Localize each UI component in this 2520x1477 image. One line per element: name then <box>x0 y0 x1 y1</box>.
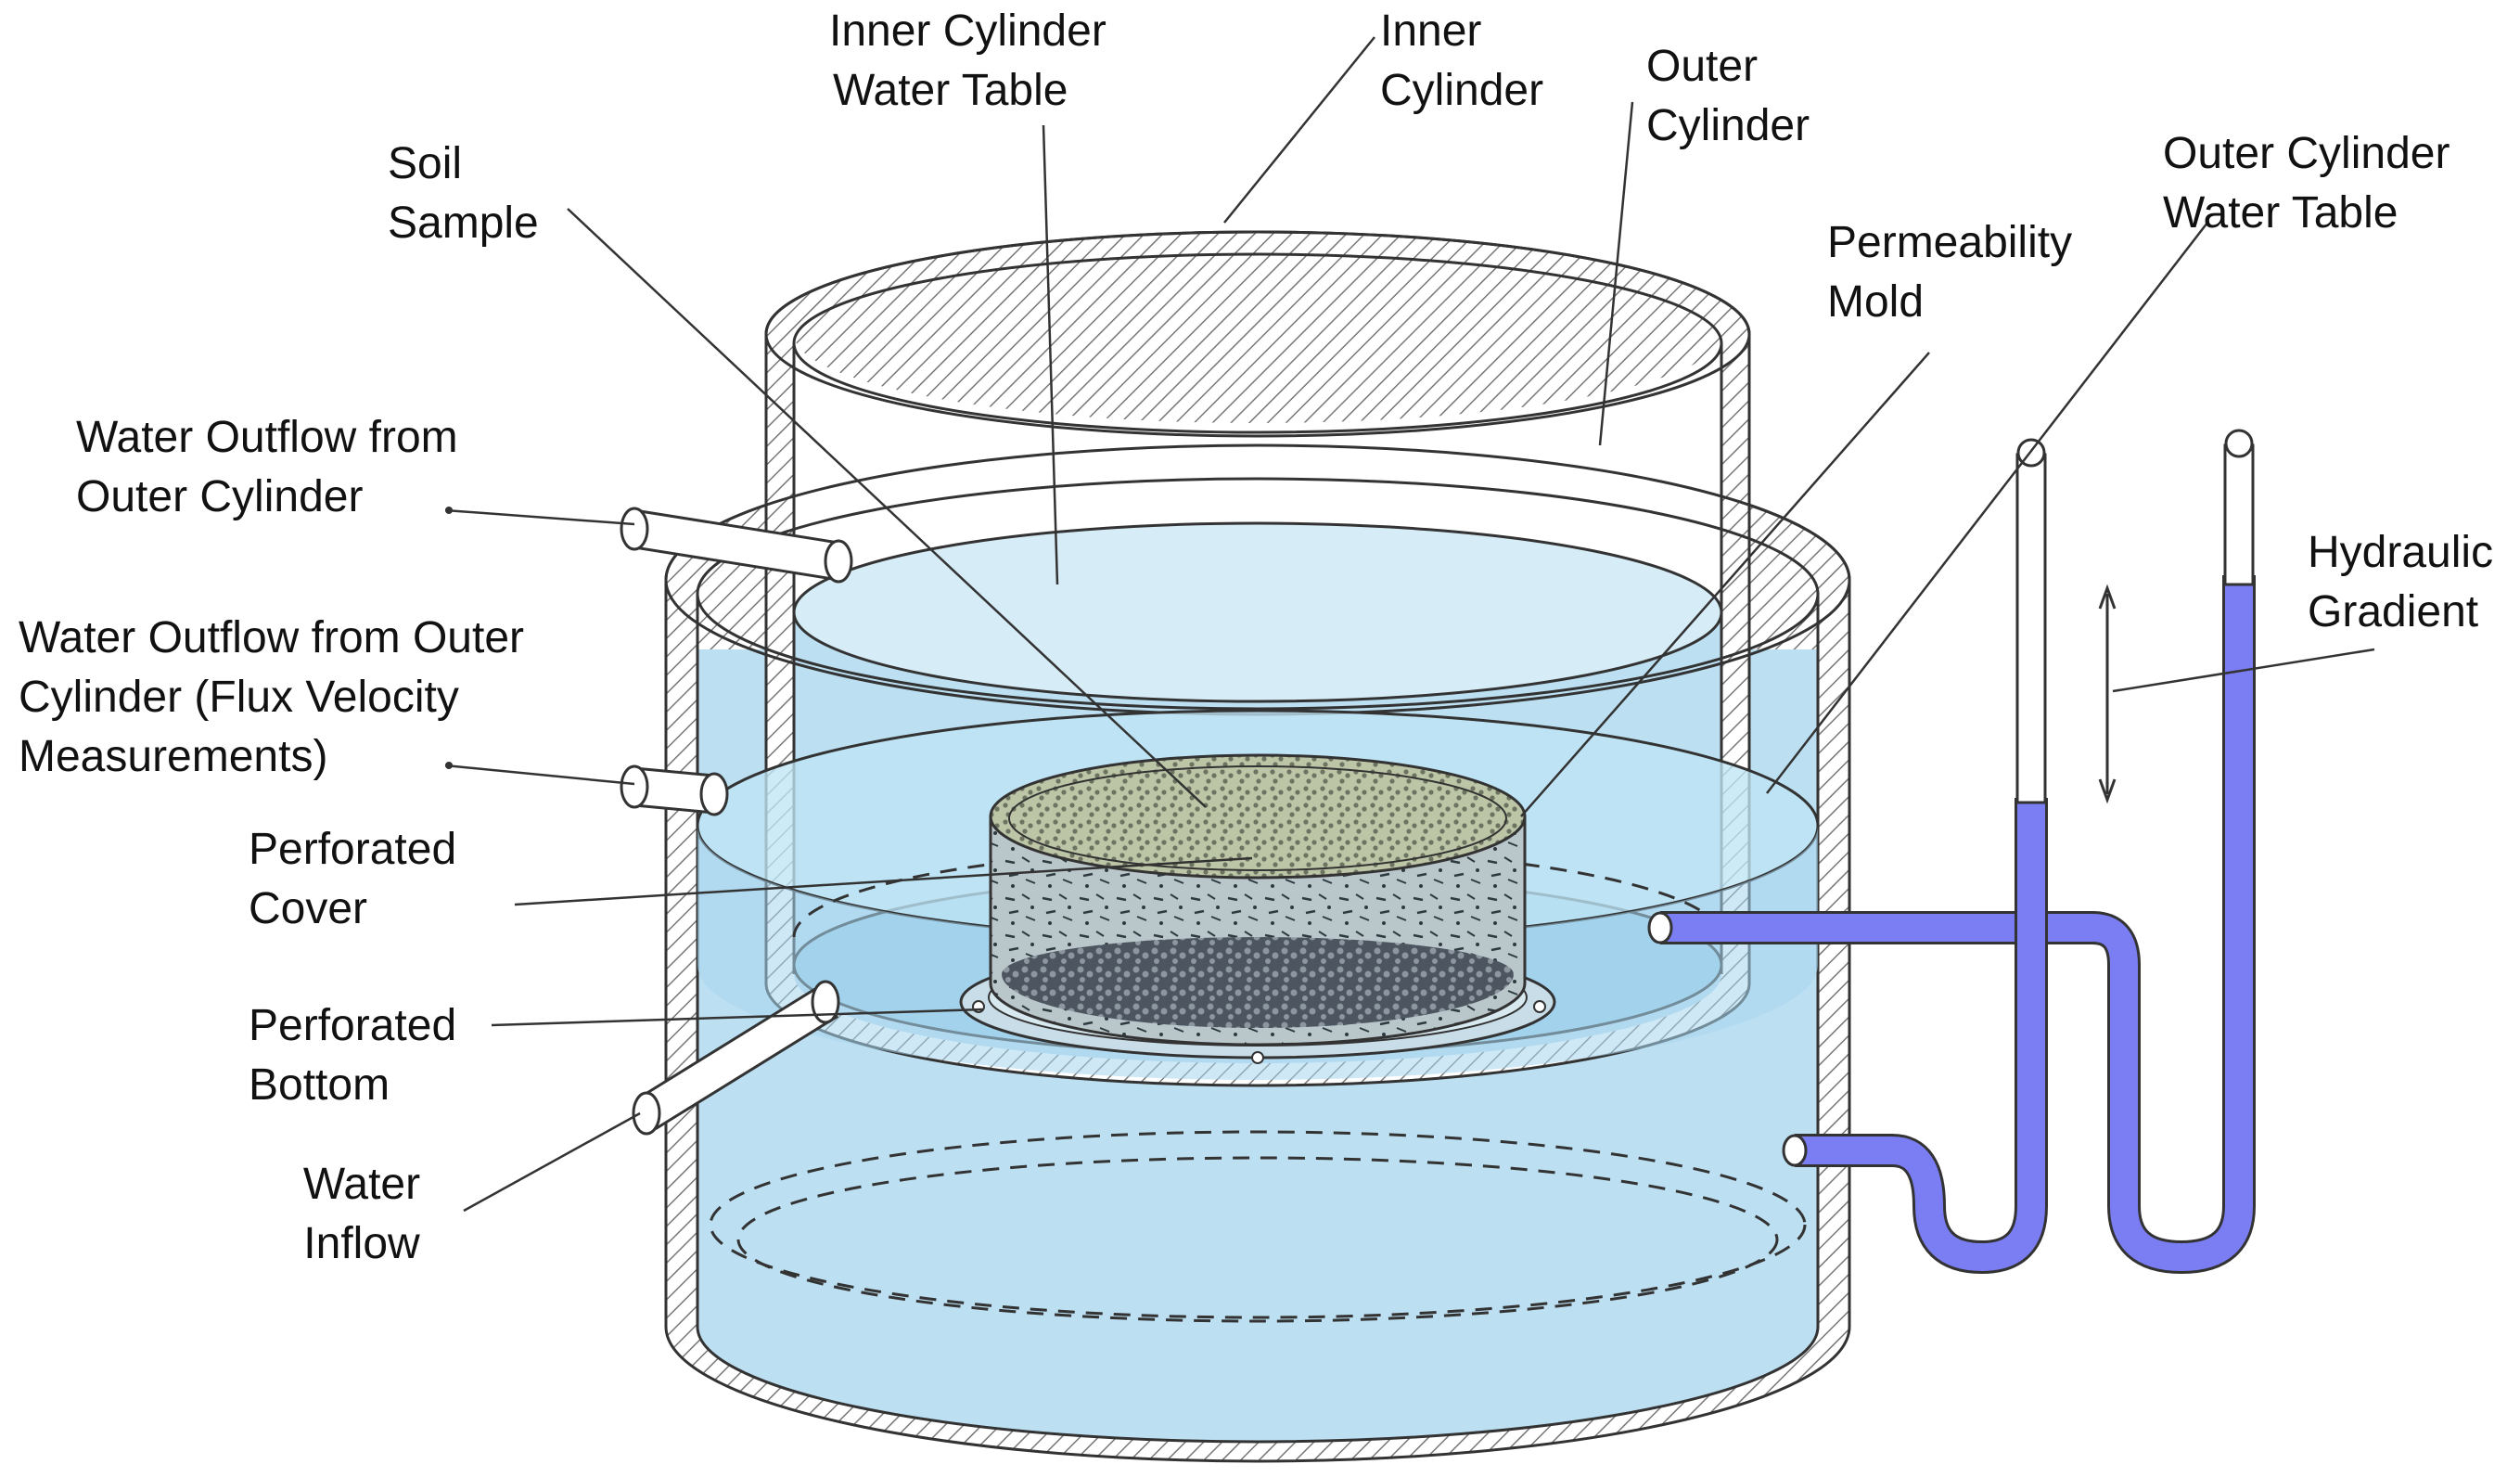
label-line: Inner <box>1380 6 1482 56</box>
label-line: Inner Cylinder <box>829 6 1106 56</box>
label-line: Water Table <box>2163 188 2398 238</box>
label-line: Outer Cylinder <box>76 472 364 521</box>
hydraulic-gradient-arrow-icon <box>2098 584 2117 804</box>
leader-inner-cylinder <box>1223 36 1375 224</box>
label-perforated-bottom: Perforated Bottom <box>249 996 456 1115</box>
label-line: Outer Cylinder <box>2163 129 2450 178</box>
leader-permeability-mold <box>1520 352 1930 817</box>
label-line: Soil <box>388 139 463 188</box>
label-line: Cylinder (Flux Velocity <box>19 673 459 722</box>
bolt-icon <box>1533 1000 1546 1013</box>
leader-water-inflow <box>463 1111 641 1213</box>
leader-water-outflow-outer <box>444 508 635 526</box>
label-line: Perforated <box>249 825 457 874</box>
label-line: Cylinder <box>1646 101 1810 150</box>
leader-outer-cylinder <box>1598 101 1634 446</box>
label-line: Permeability <box>1827 218 2073 267</box>
leader-perforated-cover <box>514 856 1253 906</box>
label-line: Inflow <box>303 1219 420 1268</box>
label-hydraulic-gradient: Hydraulic Gradient <box>2308 523 2493 642</box>
label-line: Water <box>302 1160 421 1209</box>
label-line: Outer <box>1646 42 1759 91</box>
label-line: Sample <box>388 199 539 248</box>
label-outer-cylinder-water-table: Outer Cylinder Water Table <box>2163 124 2450 243</box>
permeability-mold <box>959 753 1556 1064</box>
label-line: Water Table <box>833 66 1068 115</box>
label-outer-cylinder: Outer Cylinder <box>1646 37 1810 156</box>
label-line: Perforated <box>249 1001 457 1050</box>
label-line: Water Outflow from Outer <box>19 613 525 662</box>
label-inner-cylinder-water-table: Inner Cylinder Water Table <box>829 2 1106 121</box>
label-line: Water Outflow from <box>76 413 458 462</box>
manometer-tubes <box>1647 429 2256 1275</box>
label-line: Hydraulic <box>2308 528 2494 577</box>
leader-soil-sample <box>567 208 1207 808</box>
label-line: Gradient <box>2308 587 2479 636</box>
leader-water-outflow-flux <box>444 764 635 786</box>
label-line: Mold <box>1827 277 1925 327</box>
label-water-outflow-outer: Water Outflow from Outer Cylinder <box>76 408 458 527</box>
left-pipes <box>620 507 853 1136</box>
label-line: Measurements) <box>19 732 328 781</box>
leader-lines <box>444 36 2375 1213</box>
leader-perforated-bottom <box>491 1008 984 1027</box>
bolt-icon <box>1251 1051 1264 1064</box>
leader-hydraulic-gradient <box>2112 648 2375 693</box>
label-perforated-cover: Perforated Cover <box>249 820 456 939</box>
leader-dots <box>445 507 453 769</box>
leader-outer-water-table <box>1766 222 2208 794</box>
label-water-outflow-flux: Water Outflow from Outer Cylinder (Flux … <box>19 609 524 787</box>
label-permeability-mold: Permeability Mold <box>1827 213 2072 332</box>
label-line: Cylinder <box>1380 66 1544 115</box>
label-line: Bottom <box>249 1060 390 1110</box>
label-inner-cylinder: Inner Cylinder <box>1380 2 1543 121</box>
leader-inner-water-table <box>1042 124 1059 585</box>
label-water-inflow: Water Inflow <box>278 1155 445 1274</box>
label-soil-sample: Soil Sample <box>388 135 539 253</box>
label-line: Cover <box>249 884 368 933</box>
